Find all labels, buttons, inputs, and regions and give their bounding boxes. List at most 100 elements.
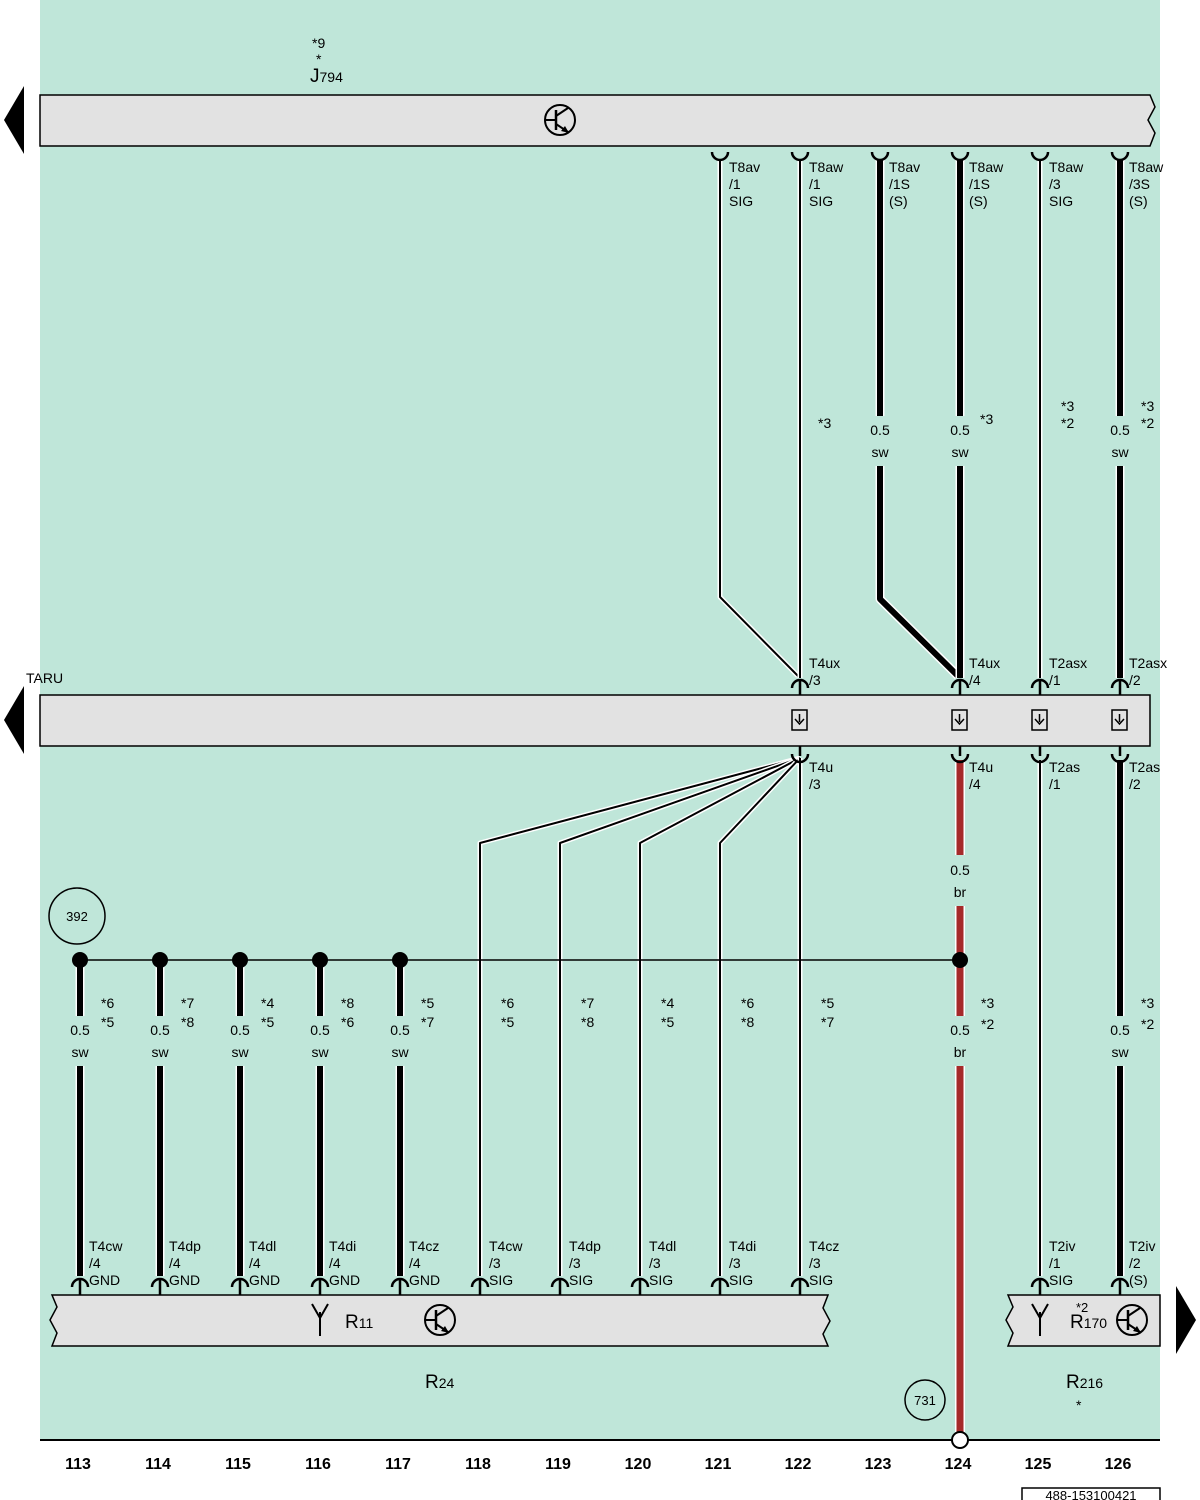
wire-color: sw — [871, 444, 889, 460]
open-terminal[interactable] — [951, 1431, 969, 1449]
page-arrow-right-bottom-icon[interactable] — [1176, 1286, 1196, 1354]
pin-label: /3 — [649, 1255, 661, 1271]
ground-point-label: 392 — [66, 909, 88, 924]
taru-top-pin-labels: T4ux /3 T4ux /4 T2asx /1 T2asx /2 — [809, 655, 1167, 688]
wire-color: sw — [231, 1044, 249, 1060]
wire-color: sw — [311, 1044, 329, 1060]
r170-label: R170 — [1070, 1312, 1107, 1333]
pin-label: /1 — [1049, 776, 1061, 792]
ref-point-label: 731 — [914, 1393, 936, 1408]
page-arrow-left-middle-icon[interactable] — [4, 686, 24, 754]
pin-label: T4cz — [409, 1238, 439, 1254]
pin-label: T8aw — [1129, 159, 1164, 175]
component-r216[interactable]: *2 R170 R216 * — [1005, 1294, 1161, 1413]
wire-gauge: 0.5 — [150, 1022, 170, 1038]
wire-note: *3 — [980, 411, 993, 427]
wire-note: *5 — [821, 995, 834, 1011]
wire-gauge: 0.5 — [310, 1022, 330, 1038]
wire-note: *2 — [981, 1016, 994, 1032]
pin-label: /4 — [249, 1255, 261, 1271]
pin-label: (S) — [1129, 1272, 1148, 1288]
pin-label: SIG — [1049, 193, 1073, 209]
r216-label: R216 — [1066, 1372, 1103, 1393]
pin-label: T4cz — [809, 1238, 839, 1254]
pin-label: T4di — [329, 1238, 356, 1254]
pin-label: T8av — [729, 159, 760, 175]
wire-color: sw — [71, 1044, 89, 1060]
pin-label: (S) — [889, 193, 908, 209]
wire-color: br — [954, 884, 967, 900]
column-number: 124 — [945, 1456, 972, 1473]
pin-label: T8aw — [809, 159, 844, 175]
column-number: 117 — [385, 1456, 411, 1473]
pin-label: T8av — [889, 159, 920, 175]
lower-wire-labels: 0.5 sw *6 *5 0.5 sw *7 *8 0.5 sw *4 *5 0… — [70, 995, 1154, 1060]
antenna-icon — [311, 1303, 329, 1336]
column-number: 120 — [625, 1456, 652, 1473]
upper-wire-labels: *3 0.5 sw 0.5 sw *3 *3 *2 0.5 sw *3 *2 — [818, 398, 1154, 460]
pin-label: T4dl — [649, 1238, 676, 1254]
wire-note: *5 — [661, 1014, 674, 1030]
component-j794[interactable]: *9 * J794 — [39, 35, 1156, 147]
pin-label: /2 — [1129, 776, 1141, 792]
column-number: 121 — [705, 1456, 732, 1473]
wire-note: *8 — [181, 1014, 194, 1030]
junction-dots — [72, 952, 968, 968]
pin-label: GND — [249, 1272, 280, 1288]
wire-note: *7 — [821, 1014, 834, 1030]
pin-label: GND — [329, 1272, 360, 1288]
wire-gauge: 0.5 — [950, 422, 970, 438]
r216-box — [1005, 1294, 1161, 1347]
pin-label: T2as — [1129, 759, 1160, 775]
pin-label: T4ux — [969, 655, 1000, 671]
wire-note: *8 — [581, 1014, 594, 1030]
wire-color: sw — [391, 1044, 409, 1060]
pin-label: /3 — [809, 1255, 821, 1271]
wire-note: *4 — [261, 995, 274, 1011]
pin-label: T4cw — [89, 1238, 123, 1254]
wire-note: *5 — [501, 1014, 514, 1030]
page-arrow-left-top-icon[interactable] — [4, 86, 24, 154]
pin-label: T2iv — [1049, 1238, 1075, 1254]
wire-note: *7 — [181, 995, 194, 1011]
wire-gauge: 0.5 — [870, 422, 890, 438]
bottom-pin-labels: T4cw /4 GND T4dp /4 GND T4dl /4 GND T4di… — [89, 1238, 1155, 1288]
pin-label: T8aw — [969, 159, 1004, 175]
wire-gauge: 0.5 — [950, 1022, 970, 1038]
pin-label: (S) — [969, 193, 988, 209]
wire-gauge: 0.5 — [390, 1022, 410, 1038]
wire-gauge: 0.5 — [950, 862, 970, 878]
column-number: 118 — [465, 1456, 491, 1473]
ground-point-392[interactable]: 392 — [48, 887, 106, 945]
transistor-icon — [1116, 1304, 1148, 1336]
pin-label: /3 — [569, 1255, 581, 1271]
column-number: 125 — [1025, 1456, 1052, 1473]
component-r24[interactable]: R11 R24 — [49, 1294, 831, 1393]
wire-color: sw — [151, 1044, 169, 1060]
wire-note: *4 — [661, 995, 674, 1011]
pin-label: T4u — [969, 759, 993, 775]
pin-label: SIG — [569, 1272, 593, 1288]
r216-note: * — [1076, 1397, 1082, 1413]
column-number: 114 — [145, 1456, 171, 1473]
pin-label: GND — [169, 1272, 200, 1288]
wire-note: *5 — [101, 1014, 114, 1030]
pin-label: /3 — [809, 776, 821, 792]
pin-label: T4ux — [809, 655, 840, 671]
wire-note: *2 — [1141, 415, 1154, 431]
component-taru[interactable]: TARU — [26, 670, 1151, 747]
wire-note: *6 — [741, 995, 754, 1011]
pin-label: /4 — [969, 776, 981, 792]
pin-label: /1S — [889, 176, 910, 192]
pin-label: SIG — [809, 1272, 833, 1288]
j794-note-2: * — [316, 51, 322, 67]
j794-label: J794 — [310, 66, 343, 87]
wire-gauge: 0.5 — [70, 1022, 90, 1038]
ref-point-731[interactable]: 731 — [904, 1379, 946, 1421]
transistor-icon — [424, 1304, 456, 1336]
pin-label: SIG — [1049, 1272, 1073, 1288]
r11-label: R11 — [345, 1312, 373, 1333]
wire-color: sw — [1111, 1044, 1129, 1060]
column-number: 119 — [545, 1456, 571, 1473]
pin-label: /1 — [729, 176, 741, 192]
